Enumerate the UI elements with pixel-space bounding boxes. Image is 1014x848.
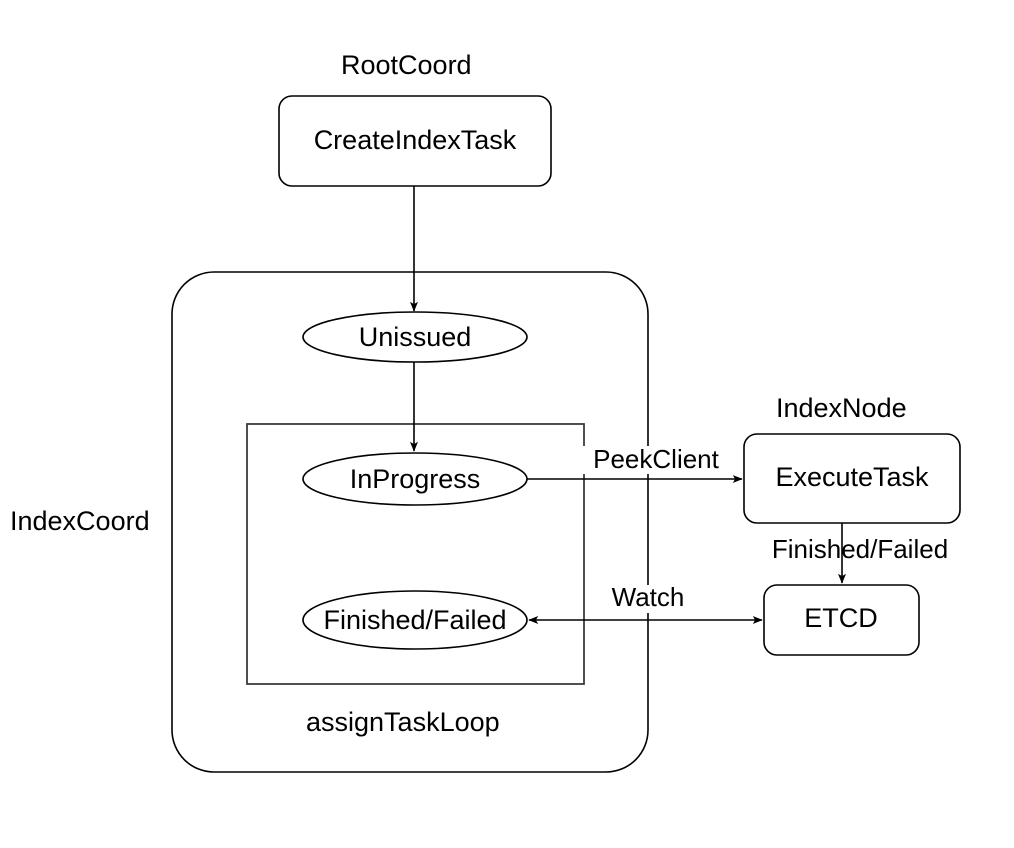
edge-label-watch-text: Watch [612,582,685,612]
node-execute-task[interactable]: ExecuteTask [743,433,961,524]
node-create-index-task[interactable]: CreateIndexTask [278,95,552,187]
group-label-assigntaskloop: assignTaskLoop [306,707,500,737]
edge-label-watch: Watch [604,582,694,613]
edge-label-finished-failed-text: Finished/Failed [772,534,948,564]
group-label-indexnode: IndexNode [776,393,907,423]
node-unissued-label: Unissued [359,322,472,352]
group-label-indexcoord: IndexCoord [10,506,150,536]
node-finished-failed-label: Finished/Failed [323,605,506,635]
node-inprogress-label: InProgress [350,464,481,494]
node-execute-task-label: ExecuteTask [775,462,929,492]
group-assigntaskloop-container [246,423,585,685]
edge-label-peekclient: PeekClient [583,444,729,474]
node-create-index-task-label: CreateIndexTask [314,125,517,155]
group-indexcoord-container [171,271,649,773]
node-finished-failed[interactable]: Finished/Failed [302,590,528,650]
node-inprogress[interactable]: InProgress [302,452,528,506]
node-etcd[interactable]: ETCD [763,584,920,656]
node-etcd-label: ETCD [804,603,878,633]
group-label-rootcoord: RootCoord [341,50,472,80]
edge-label-peekclient-text: PeekClient [593,444,720,474]
node-unissued[interactable]: Unissued [302,311,528,363]
edge-label-finished-failed: Finished/Failed [772,534,948,564]
